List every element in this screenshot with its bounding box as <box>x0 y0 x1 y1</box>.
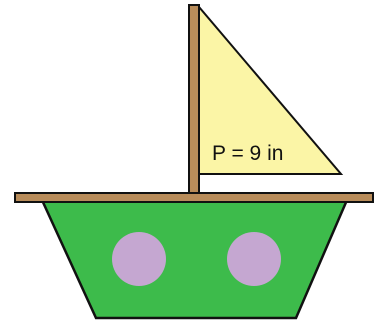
boat-mast <box>188 4 200 194</box>
porthole-left <box>112 232 166 286</box>
porthole-right <box>227 232 281 286</box>
boat-deck <box>14 192 374 203</box>
boat-hull <box>40 198 349 320</box>
sail-perimeter-label: P = 9 in <box>212 142 283 165</box>
sail-triangle <box>198 4 344 175</box>
